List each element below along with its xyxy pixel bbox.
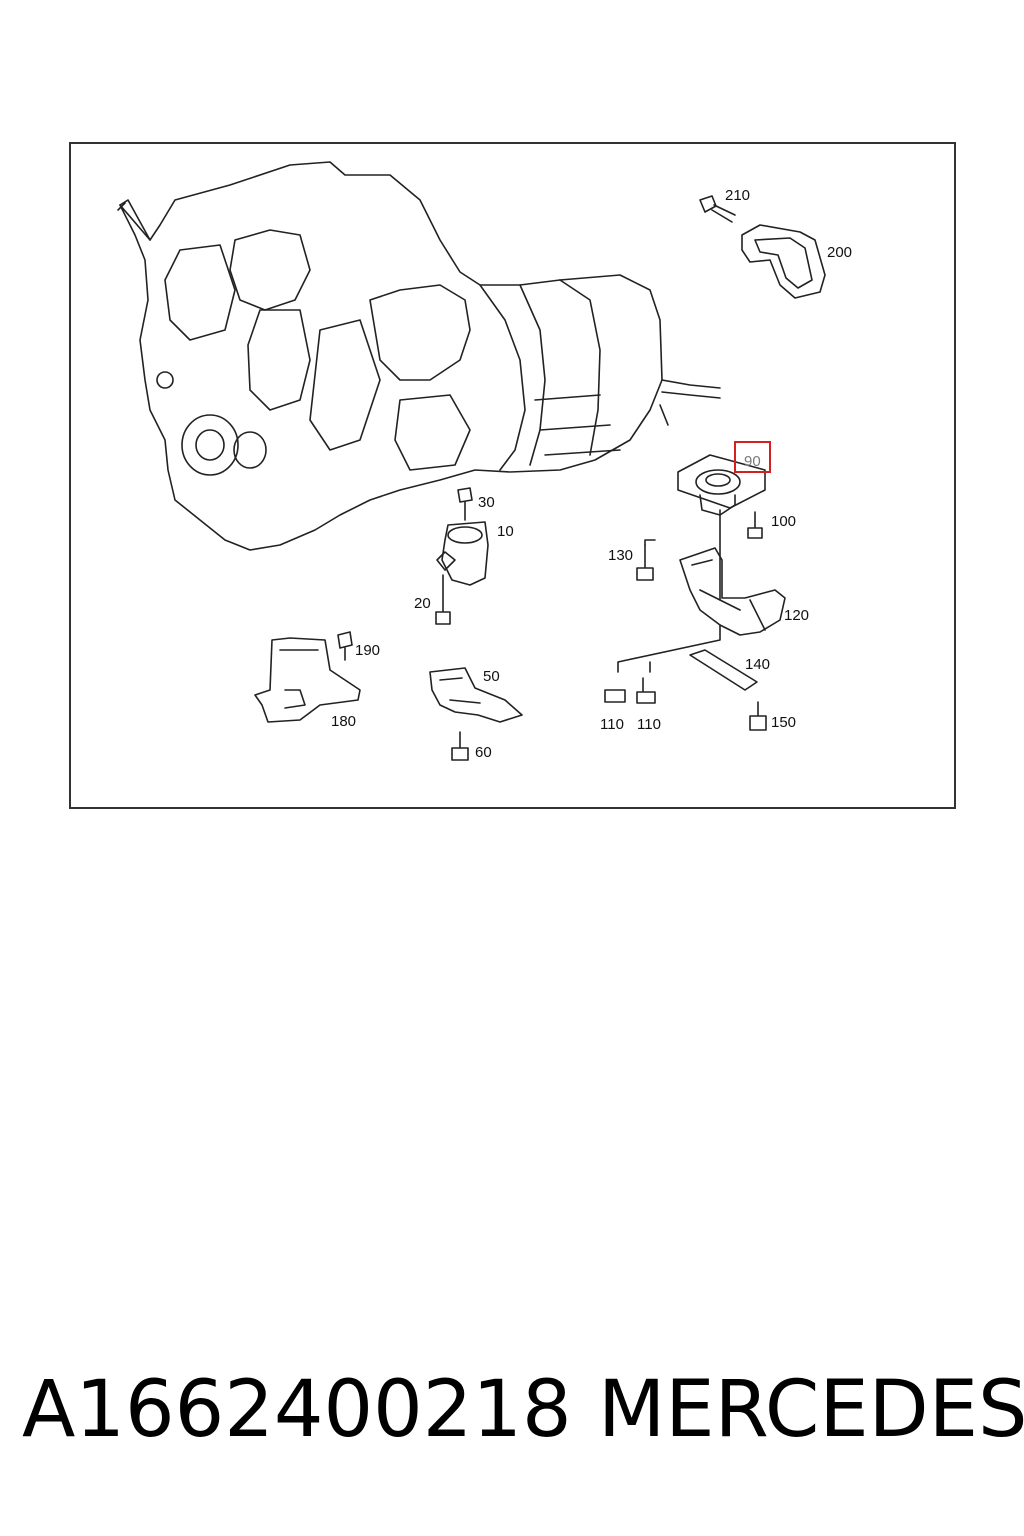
- bracket-50: [429, 667, 523, 723]
- callout-50: 50: [483, 668, 500, 685]
- callout-140: 140: [745, 656, 770, 673]
- callout-120: 120: [784, 607, 809, 624]
- callout-90: 90: [744, 453, 761, 470]
- callout-100: 100: [771, 513, 796, 530]
- callout-190: 190: [355, 642, 380, 659]
- callout-20: 20: [414, 595, 431, 612]
- callout-10: 10: [497, 523, 514, 540]
- mount-10: [441, 521, 489, 586]
- crossmember-120: [679, 547, 786, 636]
- bolt-210: [699, 195, 736, 223]
- callout-110-a: 110: [600, 716, 624, 733]
- callout-200: 200: [827, 244, 852, 261]
- brand-name: MERCEDES: [598, 1365, 1024, 1455]
- bracket-200: [741, 224, 826, 299]
- mount-90: [677, 454, 766, 509]
- callout-180: 180: [331, 713, 356, 730]
- callout-60: 60: [475, 744, 492, 761]
- callout-130: 130: [608, 547, 633, 564]
- caption: A1662400218 MERCEDES: [0, 1365, 1024, 1475]
- strip-140: [689, 649, 758, 691]
- callout-110-b: 110: [637, 716, 661, 733]
- callout-150: 150: [771, 714, 796, 731]
- engine-outline: [119, 161, 663, 551]
- callout-210: 210: [725, 187, 750, 204]
- bracket-180: [254, 637, 361, 723]
- part-number: A1662400218: [22, 1365, 572, 1455]
- diagram-frame: [69, 142, 956, 809]
- callout-30: 30: [478, 494, 495, 511]
- highlight-box-90: [734, 441, 771, 473]
